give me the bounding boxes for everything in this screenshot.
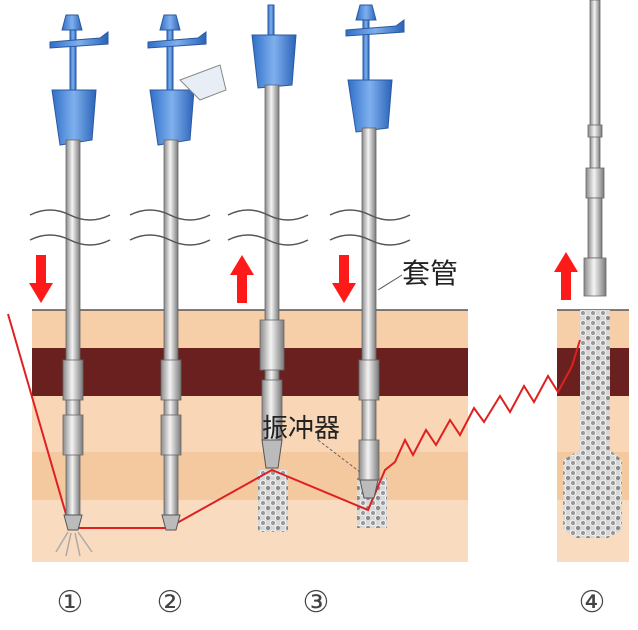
rig-step-4 bbox=[583, 0, 607, 297]
rig-step-2 bbox=[147, 14, 227, 531]
arrow-up-icon bbox=[554, 252, 578, 300]
dense-soil-layer bbox=[32, 348, 468, 396]
hopper-icon bbox=[179, 64, 227, 101]
break-marks bbox=[29, 209, 411, 246]
arrow-up-icon bbox=[230, 255, 254, 303]
arrow-down-icon bbox=[29, 255, 53, 303]
step-number-3: ③ bbox=[302, 585, 330, 620]
step-number-2: ② bbox=[156, 585, 184, 620]
arrow-down-icon bbox=[332, 255, 356, 303]
casing-label: 套管 bbox=[402, 257, 459, 290]
water-jet-icon bbox=[55, 531, 93, 557]
compaction-indicator-line bbox=[7, 313, 581, 529]
rig-step-1 bbox=[49, 14, 109, 557]
step-number-4: ④ bbox=[578, 585, 606, 620]
soil-block-main bbox=[32, 309, 468, 562]
step-number-1: ① bbox=[56, 585, 84, 620]
vibrator-leader bbox=[317, 439, 361, 473]
rig-step-3a bbox=[251, 4, 297, 469]
crane-head bbox=[49, 14, 109, 146]
vibrator-label: 振冲器 bbox=[262, 414, 341, 444]
casing-leader bbox=[377, 274, 403, 291]
